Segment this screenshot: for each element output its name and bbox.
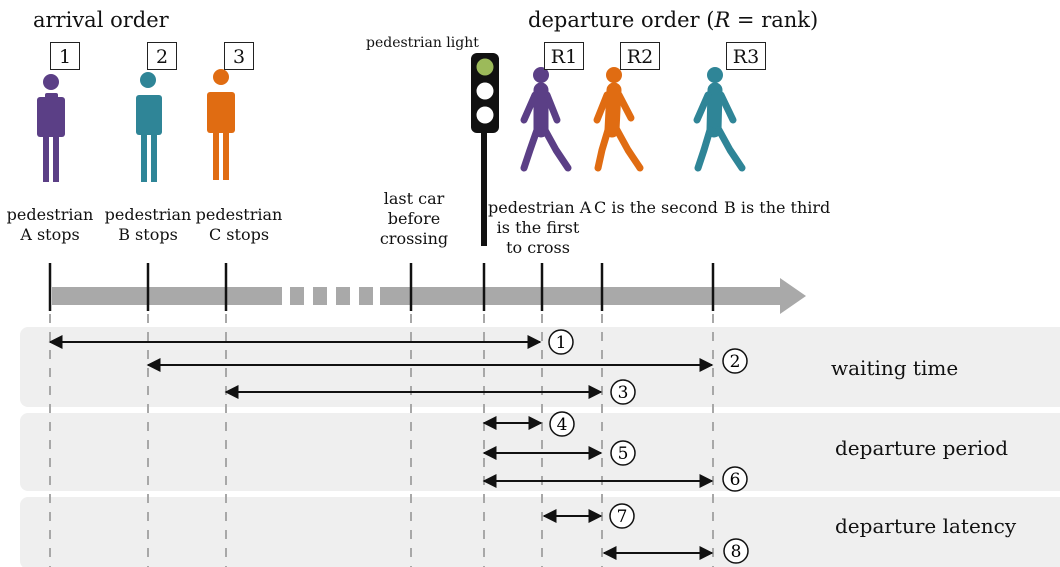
band-departure-latency <box>20 497 1060 567</box>
label-a-first-line2: is the first <box>496 218 580 237</box>
departure-box-r3: R3 <box>726 42 766 70</box>
label-c-stops-line2: C stops <box>208 225 270 244</box>
svg-text:3: 3 <box>618 383 629 403</box>
label-a-first-line3: to cross <box>506 238 570 257</box>
label-a-stops-line1: pedestrian <box>6 205 94 224</box>
label-last-car-line3: crossing <box>379 229 449 248</box>
svg-text:5: 5 <box>618 444 629 464</box>
timeline-ticks <box>48 263 715 311</box>
pedestrian-light-label: pedestrian light <box>366 35 479 51</box>
interval-badge-6: 6 <box>722 466 748 492</box>
svg-text:7: 7 <box>617 507 628 527</box>
label-b-stops-line1: pedestrian <box>104 205 192 224</box>
pedestrian-light-icon <box>471 53 499 246</box>
interval-badge-2: 2 <box>722 348 748 374</box>
dashed-guides <box>49 314 714 567</box>
band-label-waiting-time: waiting time <box>831 356 959 380</box>
interval-badge-8: 8 <box>723 538 749 564</box>
label-c-stops: pedestrian C stops <box>194 205 284 245</box>
interval-badge-5: 5 <box>610 440 636 466</box>
pedestrian-c-walking-icon <box>593 67 644 172</box>
label-c-stops-line1: pedestrian <box>195 205 283 224</box>
departure-heading-suffix: = rank) <box>730 8 819 32</box>
timeline-arrow <box>52 278 806 314</box>
arrival-box-3: 3 <box>224 42 254 70</box>
arrival-order-heading: arrival order <box>33 8 169 32</box>
interval-badge-4: 4 <box>549 411 575 437</box>
label-last-car-line2: before <box>387 209 441 228</box>
svg-text:1: 1 <box>556 333 567 353</box>
interval-badge-7: 7 <box>609 503 635 529</box>
arrival-box-1: 1 <box>50 42 80 70</box>
pedestrian-b-walking-icon <box>693 67 746 172</box>
interval-badge-1: 1 <box>548 329 574 355</box>
label-a-stops: pedestrian A stops <box>4 205 96 245</box>
pedestrian-a-standing-icon <box>37 74 65 182</box>
interval-badges: 1 2 3 4 5 6 7 8 <box>548 329 749 564</box>
departure-order-heading: departure order (R = rank) <box>528 8 818 32</box>
departure-box-r1: R1 <box>544 42 584 70</box>
pedestrian-a-walking-icon <box>520 67 572 172</box>
label-a-first: pedestrian A is the first to cross <box>488 198 592 258</box>
arrival-box-2: 2 <box>147 42 177 70</box>
label-last-car: last car before crossing <box>374 189 454 249</box>
departure-heading-rank-var: R <box>714 8 731 32</box>
label-a-stops-line2: A stops <box>20 225 80 244</box>
departure-heading-prefix: departure order ( <box>528 8 715 32</box>
pedestrian-c-standing-icon <box>207 69 235 180</box>
label-b-stops-line2: B stops <box>118 225 178 244</box>
interval-badge-3: 3 <box>610 379 636 405</box>
svg-text:4: 4 <box>557 415 568 435</box>
label-a-first-line1: pedestrian A <box>488 198 592 217</box>
svg-text:6: 6 <box>730 470 741 490</box>
pedestrian-b-standing-icon <box>136 72 162 182</box>
svg-text:8: 8 <box>731 542 742 562</box>
label-b-stops: pedestrian B stops <box>104 205 192 245</box>
label-last-car-line1: last car <box>383 189 445 208</box>
departure-box-r2: R2 <box>620 42 660 70</box>
label-b-third: B is the third <box>724 198 831 217</box>
label-c-second: C is the second <box>594 198 718 217</box>
svg-text:2: 2 <box>730 352 741 372</box>
band-label-departure-latency: departure latency <box>835 514 1017 538</box>
band-label-departure-period: departure period <box>835 436 1009 460</box>
